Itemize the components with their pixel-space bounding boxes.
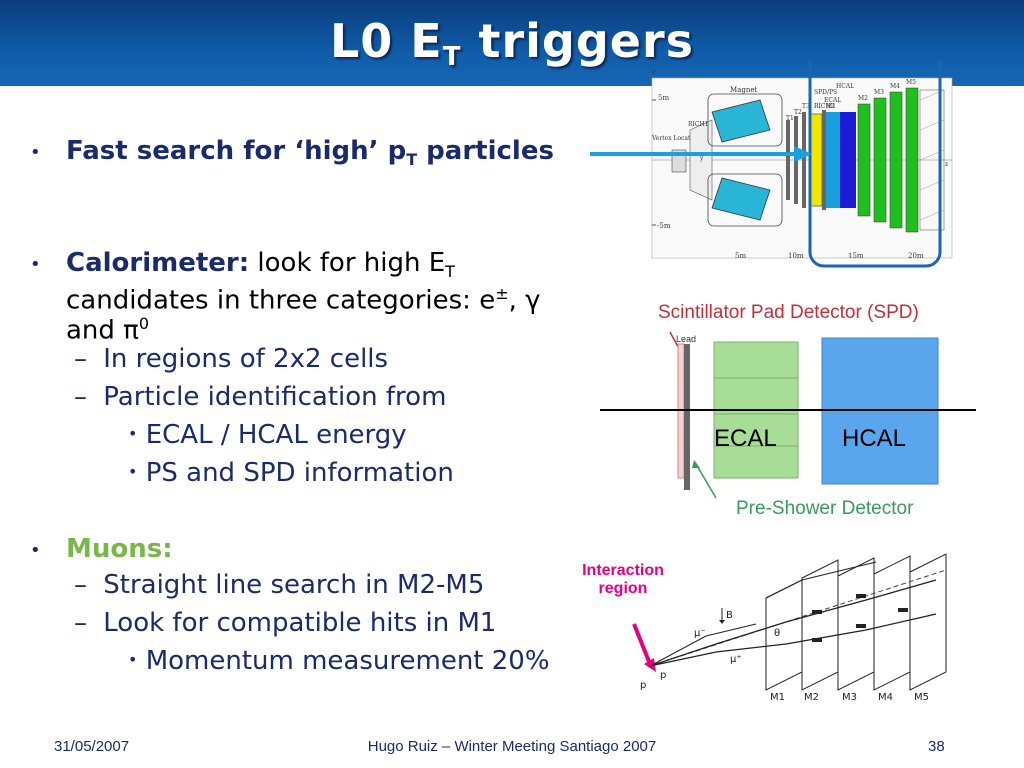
mu-plus-label: μ⁺: [730, 654, 742, 665]
hcal-diagram-label: HCAL: [842, 425, 906, 452]
tt-label: y: [699, 155, 704, 162]
hcal-label: HCAL: [836, 83, 854, 90]
p2-label: p: [660, 670, 666, 681]
axis-label-20m: 20m: [908, 252, 924, 260]
sub-bullet-compatible-hits: – Look for compatible hits in M1: [74, 608, 497, 638]
sub-bullet-straight-line: – Straight line search in M2-M5: [74, 570, 485, 600]
m2-label: M2: [858, 95, 868, 102]
title-rest: triggers: [461, 14, 695, 68]
lhcb-detector-diagram: 5m -5m 5m 10m 15m 20m Vertex Locator RIC…: [651, 60, 953, 268]
title-subscript: T: [442, 42, 462, 72]
sub-sub-bullet-ecal-hcal: • ECAL / HCAL energy: [128, 420, 407, 450]
axis-label-x5m: 5m: [735, 252, 746, 260]
spd-ps-label: SPD/PS: [814, 89, 837, 96]
sub-sub-bullet-momentum: • Momentum measurement 20%: [128, 646, 550, 676]
ecal-diagram-label: ECAL: [714, 425, 777, 452]
m4-label: M4: [890, 83, 900, 90]
axis-label-5m: 5m: [658, 94, 669, 102]
t3-label: T3: [802, 103, 810, 110]
t1-label: T1: [786, 115, 794, 122]
title-bar: L0 ET triggers: [0, 0, 1024, 86]
lead-label: Lead: [676, 334, 696, 344]
slide-title: L0 ET triggers: [0, 14, 1024, 72]
mu-minus-label: μ⁻: [694, 628, 706, 639]
m2-station-label: M2: [804, 692, 819, 703]
axis-z-label: z: [945, 161, 948, 168]
axis-y-label: z: [652, 69, 655, 76]
b-field-label: B: [726, 610, 733, 621]
m3-label: M3: [874, 89, 884, 96]
m5-label: M5: [906, 79, 916, 86]
m3-station-label: M3: [842, 692, 857, 703]
m1-label: M1: [826, 103, 836, 110]
muon-diagram: B μ⁻ μ⁺ θ p p M1 M2 M3 M4 M5: [632, 553, 947, 703]
axis-label-10m: 10m: [788, 252, 804, 260]
bullet-dot: •: [30, 254, 41, 275]
p-label: p: [640, 680, 646, 691]
m1-station-label: M1: [770, 692, 785, 703]
axis-label-neg5m: -5m: [657, 222, 671, 230]
rich1-label: RICH1: [688, 121, 709, 128]
pre-shower-label: Pre-Shower Detector: [736, 498, 914, 519]
m5-station-label: M5: [914, 692, 929, 703]
m4-station-label: M4: [878, 692, 893, 703]
calo-muon-highlight-box: [808, 60, 942, 268]
sub-bullet-particle-id: – Particle identification from: [74, 382, 447, 412]
rich2-label: RICH2: [814, 103, 835, 110]
axis-label-15m: 15m: [848, 252, 864, 260]
ecal-label: ECAL: [824, 97, 841, 104]
theta-label: θ: [774, 628, 780, 639]
spd-label: Scintillator Pad Detector (SPD): [658, 302, 919, 323]
bullet-text-line3: and π0: [66, 314, 150, 346]
bullet-text: Fast search for ‘high’ pT particles: [66, 136, 554, 170]
t2-label: T2: [794, 109, 802, 116]
sub-sub-bullet-ps-spd: • PS and SPD information: [128, 458, 454, 488]
magnet-label: Magnet: [730, 86, 757, 94]
title-main: L0 E: [329, 14, 443, 68]
vertex-locator-label: Vertex Locator: [651, 135, 697, 142]
footer-page-number: 38: [928, 738, 945, 755]
footer-center: Hugo Ruiz – Winter Meeting Santiago 2007: [367, 738, 657, 755]
bullet-text: Muons:: [66, 534, 173, 564]
sub-bullet-regions: – In regions of 2x2 cells: [74, 344, 389, 374]
footer-date: 31/05/2007: [54, 738, 130, 755]
calorimeter-diagram: Lead ECAL HCAL: [600, 331, 976, 499]
pointer-arrow: [590, 146, 812, 162]
bullet-text-line1: Calorimeter: look for high ET: [66, 248, 455, 282]
bullet-dot: •: [30, 540, 41, 561]
bullet-text-line2: candidates in three categories: e±, γ: [66, 284, 541, 316]
bullet-dot: •: [30, 142, 41, 163]
